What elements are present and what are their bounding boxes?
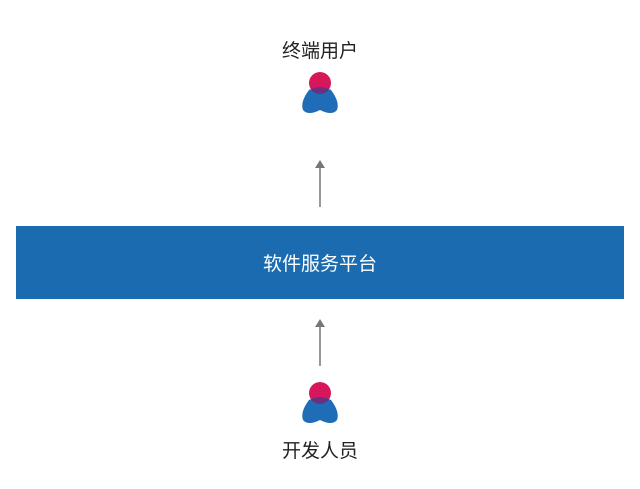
arrow-up-icon <box>315 319 325 366</box>
end-user-label: 终端用户 <box>281 40 358 62</box>
arrow-up-icon <box>315 160 325 207</box>
developer-label: 开发人员 <box>281 440 358 462</box>
end-user-person-icon <box>302 72 338 113</box>
developer-person-icon <box>302 382 338 423</box>
software-service-platform: 软件服务平台 <box>16 226 624 299</box>
platform-label: 软件服务平台 <box>262 253 377 275</box>
